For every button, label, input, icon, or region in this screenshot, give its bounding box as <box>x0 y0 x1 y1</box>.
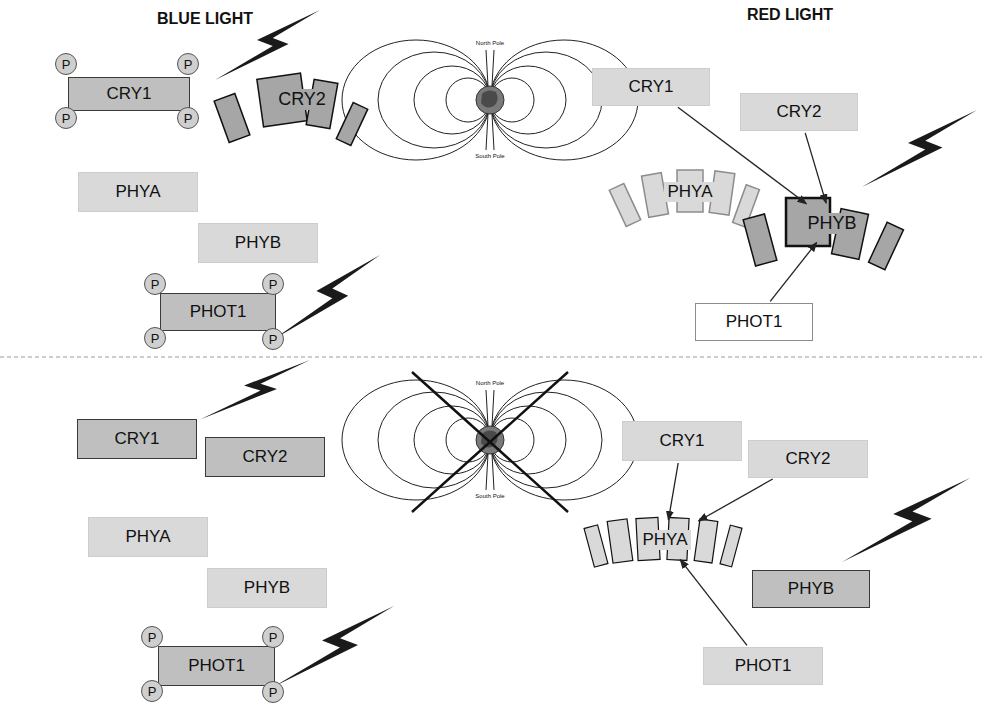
node-text: PHYB <box>244 578 290 598</box>
node-text: CRY1 <box>106 84 151 104</box>
panel-heading: RED LIGHT <box>747 6 833 24</box>
protein-box: PHYB <box>207 568 327 608</box>
protein-box: CRY2 <box>205 437 325 477</box>
phospho-circle: P <box>144 327 166 349</box>
phospho-circle: P <box>262 626 284 648</box>
panel-heading: BLUE LIGHT <box>157 10 253 28</box>
node-text: P <box>151 331 160 346</box>
node-text: CRY1 <box>659 431 704 451</box>
node-text: P <box>269 332 278 347</box>
fragmented-protein-box: PHYB <box>786 205 878 241</box>
interaction-arrow <box>680 560 747 646</box>
node-text: CRY2 <box>242 447 287 467</box>
fragmented-protein-box: CRY2 <box>258 82 346 116</box>
protein-box: PHOT1 <box>158 646 275 686</box>
phospho-circle: P <box>144 273 166 295</box>
protein-box: PHYB <box>198 223 318 263</box>
node-text: PHYB <box>804 213 859 234</box>
phospho-circle: P <box>262 273 284 295</box>
phospho-circle: P <box>141 626 163 648</box>
phospho-circle: P <box>55 107 77 129</box>
node-text: PHYA <box>664 182 715 202</box>
node-text: P <box>151 277 160 292</box>
node-text: P <box>184 111 193 126</box>
node-text: CRY1 <box>628 77 673 97</box>
protein-box: PHYB <box>752 570 870 608</box>
protein-box: CRY1 <box>77 419 197 459</box>
node-text: PHYA <box>115 182 160 202</box>
node-text: PHOT1 <box>188 656 245 676</box>
node-text: P <box>62 111 71 126</box>
protein-box: PHYA <box>88 517 208 557</box>
node-text: CRY2 <box>275 89 329 110</box>
node-text: P <box>269 277 278 292</box>
protein-box: PHOT1 <box>695 303 813 341</box>
phospho-circle: P <box>141 680 163 702</box>
fragmented-protein-box: PHYA <box>644 174 736 210</box>
node-text: PHOT1 <box>726 312 783 332</box>
protein-box: PHYA <box>78 172 198 212</box>
node-text: P <box>148 630 157 645</box>
phospho-circle: P <box>55 53 77 75</box>
node-text: CRY1 <box>114 429 159 449</box>
node-text: CRY2 <box>776 102 821 122</box>
node-text: CRY2 <box>785 449 830 469</box>
node-text: P <box>148 684 157 699</box>
phospho-circle: P <box>177 53 199 75</box>
interaction-arrow <box>770 243 816 302</box>
node-text: P <box>184 57 193 72</box>
pole-label: North Pole <box>475 40 505 47</box>
interaction-arrow <box>668 463 678 520</box>
protein-box: PHOT1 <box>160 293 276 331</box>
phospho-circle: P <box>177 107 199 129</box>
protein-box: CRY1 <box>592 68 710 106</box>
pole-label: South Pole <box>474 153 505 160</box>
node-text: PHYA <box>125 527 170 547</box>
node-text: PHOT1 <box>735 656 792 676</box>
phospho-circle: P <box>262 681 284 703</box>
interaction-arrow <box>805 133 826 203</box>
protein-box: CRY1 <box>68 77 190 111</box>
node-text: P <box>269 630 278 645</box>
node-text: PHYA <box>639 530 690 550</box>
protein-box: CRY2 <box>740 93 858 131</box>
protein-box: PHOT1 <box>703 647 823 685</box>
phospho-circle: P <box>262 328 284 350</box>
pole-label: South Pole <box>474 493 505 500</box>
node-text: P <box>269 685 278 700</box>
node-text: P <box>62 57 71 72</box>
node-text: PHYB <box>788 579 834 599</box>
fragmented-protein-box: PHYA <box>606 522 724 558</box>
interaction-arrow <box>699 479 773 521</box>
node-text: PHOT1 <box>190 302 247 322</box>
protein-box: CRY1 <box>622 421 742 461</box>
node-text: PHYB <box>235 233 281 253</box>
pole-label: North Pole <box>475 380 505 387</box>
protein-box: CRY2 <box>748 440 868 478</box>
